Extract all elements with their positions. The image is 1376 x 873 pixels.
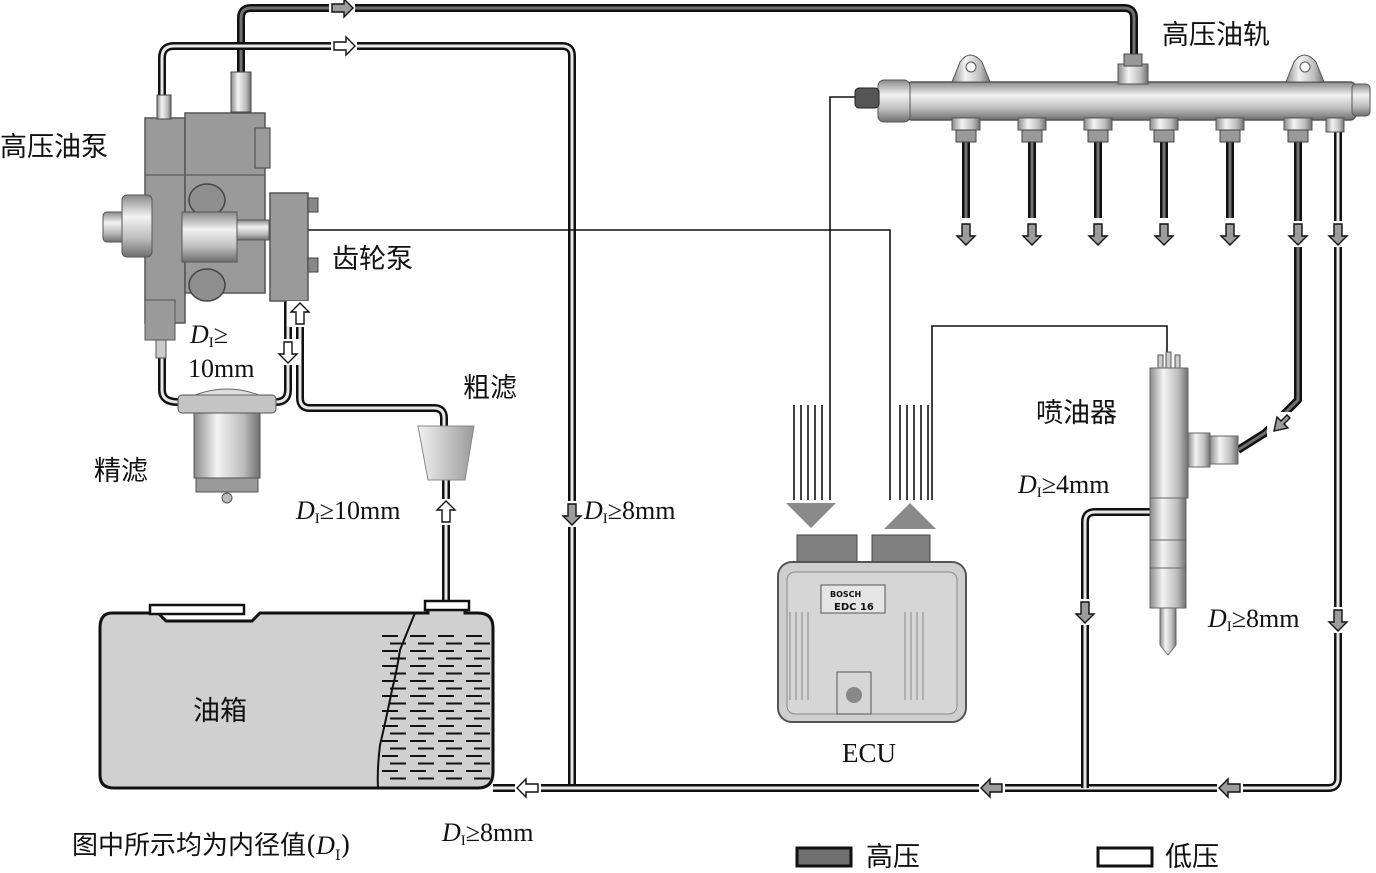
flow-arrow-up [287, 301, 313, 327]
pipe-coarse-to-gear [296, 286, 448, 426]
tank-cap-right [423, 599, 471, 612]
tank-cutaway [376, 612, 416, 789]
high-pressure-pipes [237, 4, 1302, 454]
legend-swatch-high-pressure [795, 846, 853, 868]
pipe-pump-return [158, 42, 576, 788]
flow-arrow-left [515, 775, 541, 801]
label-high-pressure-pump: 高压油泵 [0, 132, 108, 163]
rail-outlet [1083, 117, 1113, 143]
flow-arrow-right [329, 0, 355, 21]
dim-pump-filter-line: DI≥ [190, 320, 229, 351]
legend-swatch-low-pressure [1096, 846, 1154, 868]
signal-wires [265, 96, 1168, 500]
ecu-output-wires [899, 405, 929, 500]
flow-arrow-down [1019, 221, 1045, 247]
flow-arrow-left [1217, 775, 1243, 801]
legend-label-high-pressure: 高压 [866, 842, 920, 873]
flow-arrow-down [275, 339, 301, 365]
rail-outlet [1017, 117, 1047, 143]
flow-arrow-up [433, 499, 459, 525]
flow-arrow-down [1285, 221, 1311, 247]
ecu-output-triangle [884, 503, 936, 529]
label-gear-pump: 齿轮泵 [332, 244, 413, 275]
label-fine-filter: 精滤 [94, 456, 148, 487]
label-injector: 喷油器 [1036, 398, 1117, 429]
rail-pressure-sensor [854, 87, 880, 109]
flow-arrow-left [979, 775, 1005, 801]
pipe-pump-to-fine-filter [158, 358, 179, 406]
fuel-tank [98, 599, 495, 790]
pipe-main-return [493, 132, 1342, 792]
pipe-pump-to-rail [237, 4, 1138, 72]
fine-filter [177, 388, 277, 504]
label-common-rail: 高压油轨 [1162, 20, 1270, 51]
rail-outlets [951, 117, 1313, 143]
dim-rail-return: DI≥8mm [1208, 604, 1300, 635]
dim-suction-line: DI≥10mm [296, 496, 401, 527]
ecu-model: EDC 16 [834, 602, 874, 613]
rail-outlet [1215, 117, 1245, 143]
ecu-brand: BOSCH [830, 590, 861, 599]
flow-arrow-down [1085, 221, 1111, 247]
legend-label-low-pressure: 低压 [1165, 842, 1219, 873]
ecu-input-wires [793, 405, 823, 500]
tank-body [98, 606, 495, 790]
wire-rail-sensor-to-ecu [829, 96, 862, 500]
fuel-level-hatching [382, 635, 490, 780]
coarse-filter [417, 425, 475, 481]
pipe-injector-leak [1081, 508, 1150, 788]
dim-injector-leak: DI≥4mm [1018, 470, 1110, 501]
dim-tank-return: DI≥8mm [442, 818, 534, 849]
wire-ecu-to-injector [931, 325, 1168, 500]
tank-cap-left [148, 603, 246, 616]
rail-outlet [1149, 117, 1179, 143]
flow-arrow-down [953, 221, 979, 247]
flow-arrow-right [331, 33, 357, 59]
flow-arrow-dl [1267, 412, 1293, 438]
flow-arrow-down [1151, 221, 1177, 247]
label-fuel-tank: 油箱 [193, 696, 247, 727]
label-ecu: ECU [842, 738, 896, 768]
pipe-gear-to-fine-filter [275, 286, 292, 406]
flow-arrow-down [559, 501, 585, 527]
common-rail [854, 53, 1371, 143]
flow-arrow-down [1325, 607, 1351, 633]
footnote: 图中所示均为内径值(DI) [72, 831, 351, 865]
dim-return-mid: DI≥8mm [584, 496, 676, 527]
label-coarse-filter: 粗滤 [463, 373, 517, 404]
rail-outlet [1283, 117, 1313, 143]
pipe-rail-to-injector [1235, 132, 1302, 454]
injector [1149, 351, 1239, 656]
dim-pump-filter-line-value: 10mm [188, 354, 255, 383]
ecu-unit[interactable] [777, 503, 967, 723]
flow-arrow-down [1217, 221, 1243, 247]
flow-arrow-down [1072, 599, 1098, 625]
flow-arrow-down [1325, 221, 1351, 247]
flow-arrows [275, 0, 1351, 801]
ecu-input-triangle [786, 503, 836, 528]
rail-outlet [951, 117, 981, 143]
wire-pump-to-ecu [265, 229, 891, 500]
